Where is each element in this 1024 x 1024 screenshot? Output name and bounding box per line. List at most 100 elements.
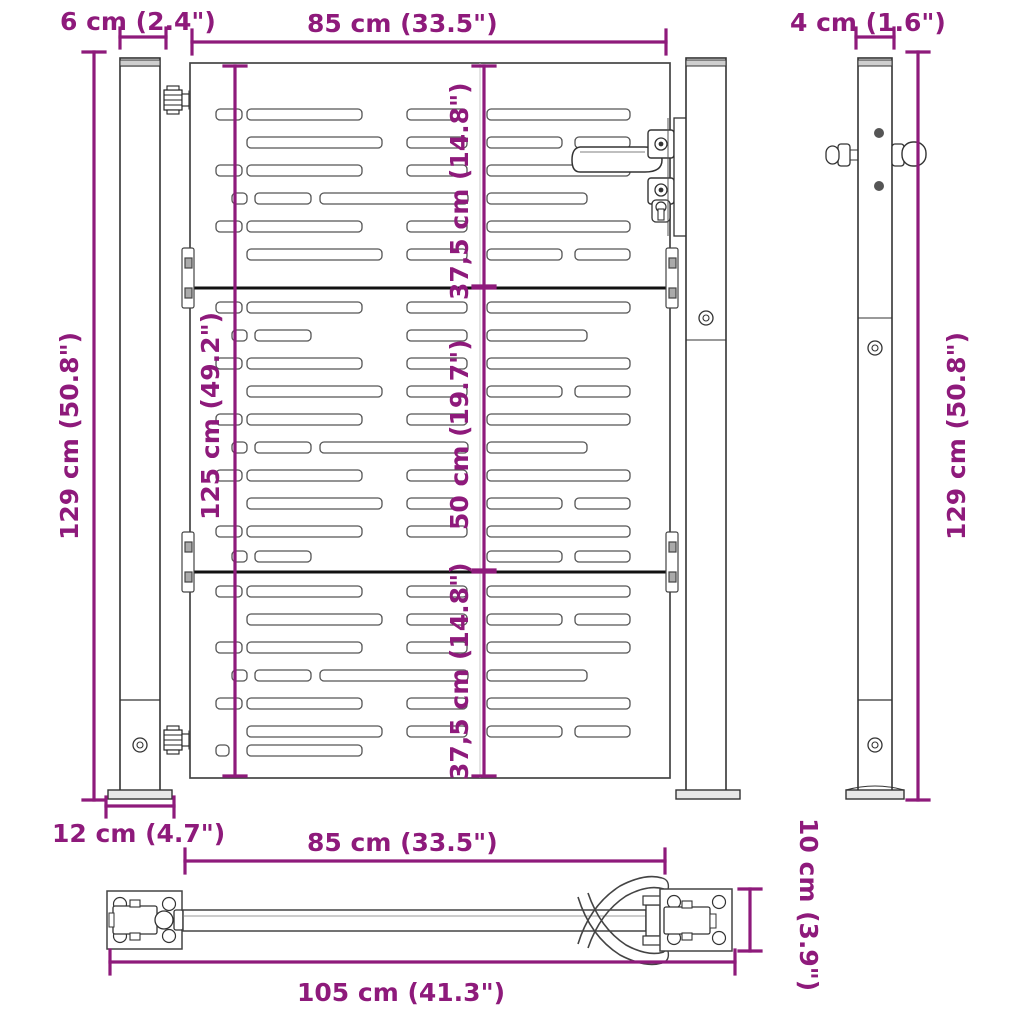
slat-slot [246, 248, 383, 261]
dim-label-middle-section-height: 50 cm (19.7") [445, 339, 474, 530]
slat-slot [486, 413, 631, 426]
slat-slot [486, 585, 631, 598]
gate-latch-plates [665, 247, 679, 593]
side-lever-handle-left [825, 143, 858, 167]
dim-label-post-width-top-left: 6 cm (2.4") [60, 7, 216, 36]
dim-plan-overall-width [108, 948, 737, 976]
slat-slot [246, 697, 363, 710]
slat-slot [215, 641, 243, 654]
slat-slot [486, 469, 631, 482]
slat-slot [486, 192, 588, 205]
slat-slot [406, 585, 468, 598]
gate-hinge-plates [181, 247, 195, 593]
slat-slot [319, 192, 469, 205]
slat-slot [486, 329, 588, 342]
slat-slot [246, 136, 383, 149]
slat-slot [406, 413, 468, 426]
slat-slot [246, 357, 363, 370]
top-plan-view [106, 875, 733, 966]
slat-slot [574, 497, 631, 510]
slat-slot [319, 669, 469, 682]
plan-latch-spindle [642, 895, 664, 946]
slat-slot [486, 248, 563, 261]
right-post [675, 57, 741, 800]
plan-left-base-plate [106, 890, 184, 950]
slat-slot [215, 525, 243, 538]
dim-post-depth-top-right [854, 26, 896, 50]
slat-slot [246, 725, 383, 738]
dim-label-gate-width-top: 85 cm (33.5") [307, 9, 498, 38]
upper-hinge [163, 85, 194, 115]
slat-slot [574, 613, 631, 626]
plan-gate-rail [182, 909, 647, 932]
lower-hinge [163, 725, 194, 755]
slat-slot [246, 469, 363, 482]
dim-label-gate-panel-height: 125 cm (49.2") [196, 312, 225, 520]
lock-cylinder [647, 177, 675, 223]
slat-slot [246, 385, 383, 398]
dim-label-lower-section-height: 37,5 cm (14.8") [445, 562, 474, 780]
slat-slot [486, 525, 631, 538]
slat-slot [406, 641, 468, 654]
dim-gate-width-top [190, 28, 668, 56]
slat-slot [254, 329, 312, 342]
dim-label-base-plate-width: 12 cm (4.7") [52, 819, 225, 848]
slat-slot [246, 108, 363, 121]
dim-lower-section-height [471, 570, 497, 778]
slat-slot [486, 385, 563, 398]
slat-slot [246, 744, 363, 757]
slat-slot [406, 357, 468, 370]
slat-slot [406, 220, 468, 233]
slat-slot [486, 641, 631, 654]
slat-slot [486, 669, 588, 682]
slat-slot-group [215, 108, 631, 757]
slat-slot [486, 220, 631, 233]
slat-slot [254, 669, 312, 682]
slat-slot [246, 585, 363, 598]
dim-base-plate-width [104, 795, 176, 819]
slat-slot [215, 585, 243, 598]
slat-slot [246, 497, 383, 510]
slat-slot [406, 697, 468, 710]
front-elevation-view [107, 57, 741, 800]
slat-slot [215, 301, 243, 314]
base-plate [107, 789, 173, 800]
slat-slot [406, 329, 468, 342]
slat-slot [246, 641, 363, 654]
slat-slot [246, 164, 363, 177]
slat-slot [574, 248, 631, 261]
dim-label-plan-gate-width: 85 cm (33.5") [307, 828, 498, 857]
slat-slot [574, 725, 631, 738]
dim-label-plan-plate-depth: 10 cm (3.9") [794, 818, 823, 991]
dim-label-overall-height-left: 129 cm (50.8") [55, 332, 84, 540]
slat-slot [406, 136, 468, 149]
slat-slot [574, 385, 631, 398]
side-lever-handle-right [891, 141, 927, 167]
dimension-labels: 6 cm (2.4") 85 cm (33.5") 4 cm (1.6") 12… [52, 7, 971, 1007]
slat-slot [574, 550, 631, 563]
dim-label-plan-overall-width: 105 cm (41.3") [297, 978, 505, 1007]
side-elevation-view [825, 57, 927, 800]
slat-slot [406, 385, 468, 398]
slat-slot [486, 136, 563, 149]
plan-right-base-plate [659, 888, 733, 952]
slat-slot [406, 725, 468, 738]
left-post [107, 57, 173, 800]
dim-label-upper-section-height: 37,5 cm (14.8") [445, 82, 474, 300]
slat-slot [486, 441, 588, 454]
slat-slot [486, 613, 563, 626]
slat-slot [319, 441, 469, 454]
slat-slot [246, 301, 363, 314]
slat-slot [215, 697, 243, 710]
slat-slot [406, 497, 468, 510]
slat-slot [246, 613, 383, 626]
dim-middle-section-height [471, 286, 497, 572]
dimension-lines [81, 26, 931, 976]
slat-slot [215, 744, 230, 757]
slat-slot [246, 413, 363, 426]
dim-overall-height-right [905, 50, 931, 802]
slat-slot [406, 469, 468, 482]
slat-slot [215, 164, 243, 177]
